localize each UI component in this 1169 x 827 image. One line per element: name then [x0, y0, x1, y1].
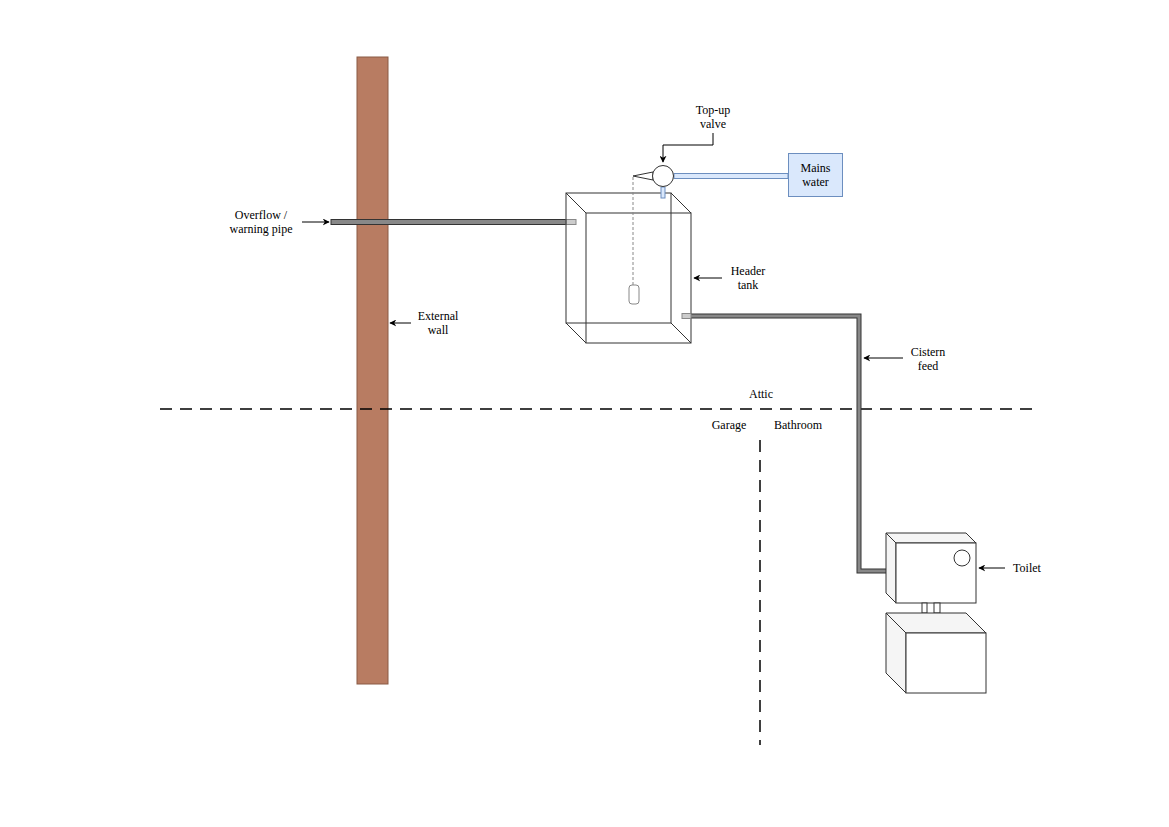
callout-label: Attic: [731, 387, 791, 401]
cistern-feed-pipe-core: [690, 316, 891, 571]
valve-nozzle: [633, 172, 653, 180]
flush-pipes: [922, 603, 940, 613]
external-wall: [357, 57, 388, 684]
top-up-valve: [653, 166, 674, 187]
mains-pipe: [674, 174, 788, 179]
callout-label: Bathroom: [763, 418, 833, 432]
callout-label: Overflow / warning pipe: [220, 208, 302, 236]
valve-outlet: [661, 187, 665, 198]
overflow-pipe: [331, 220, 571, 225]
tank-outlet: [682, 314, 691, 319]
callout-label: External wall: [410, 309, 466, 337]
box-label: Mains water: [796, 161, 836, 189]
cistern-feed-pipe: [690, 316, 891, 571]
callout-label: Top-up valve: [690, 103, 736, 131]
toilet-cistern: [886, 533, 976, 603]
float: [629, 285, 639, 304]
toilet-bowl: [886, 613, 986, 693]
header-tank: [566, 193, 691, 343]
callout-label: Header tank: [724, 264, 772, 292]
callout-label: Cistern feed: [903, 345, 953, 373]
leader-lines: [302, 133, 1005, 568]
callout-label: Toilet: [997, 561, 1057, 575]
attic-floor-line: [160, 408, 1040, 410]
supply-box: Mains water: [788, 153, 843, 197]
overflow-outlet: [566, 220, 576, 225]
callout-label: Garage: [699, 418, 759, 432]
room-divider-line: [759, 440, 761, 745]
float-arm: [633, 177, 634, 285]
